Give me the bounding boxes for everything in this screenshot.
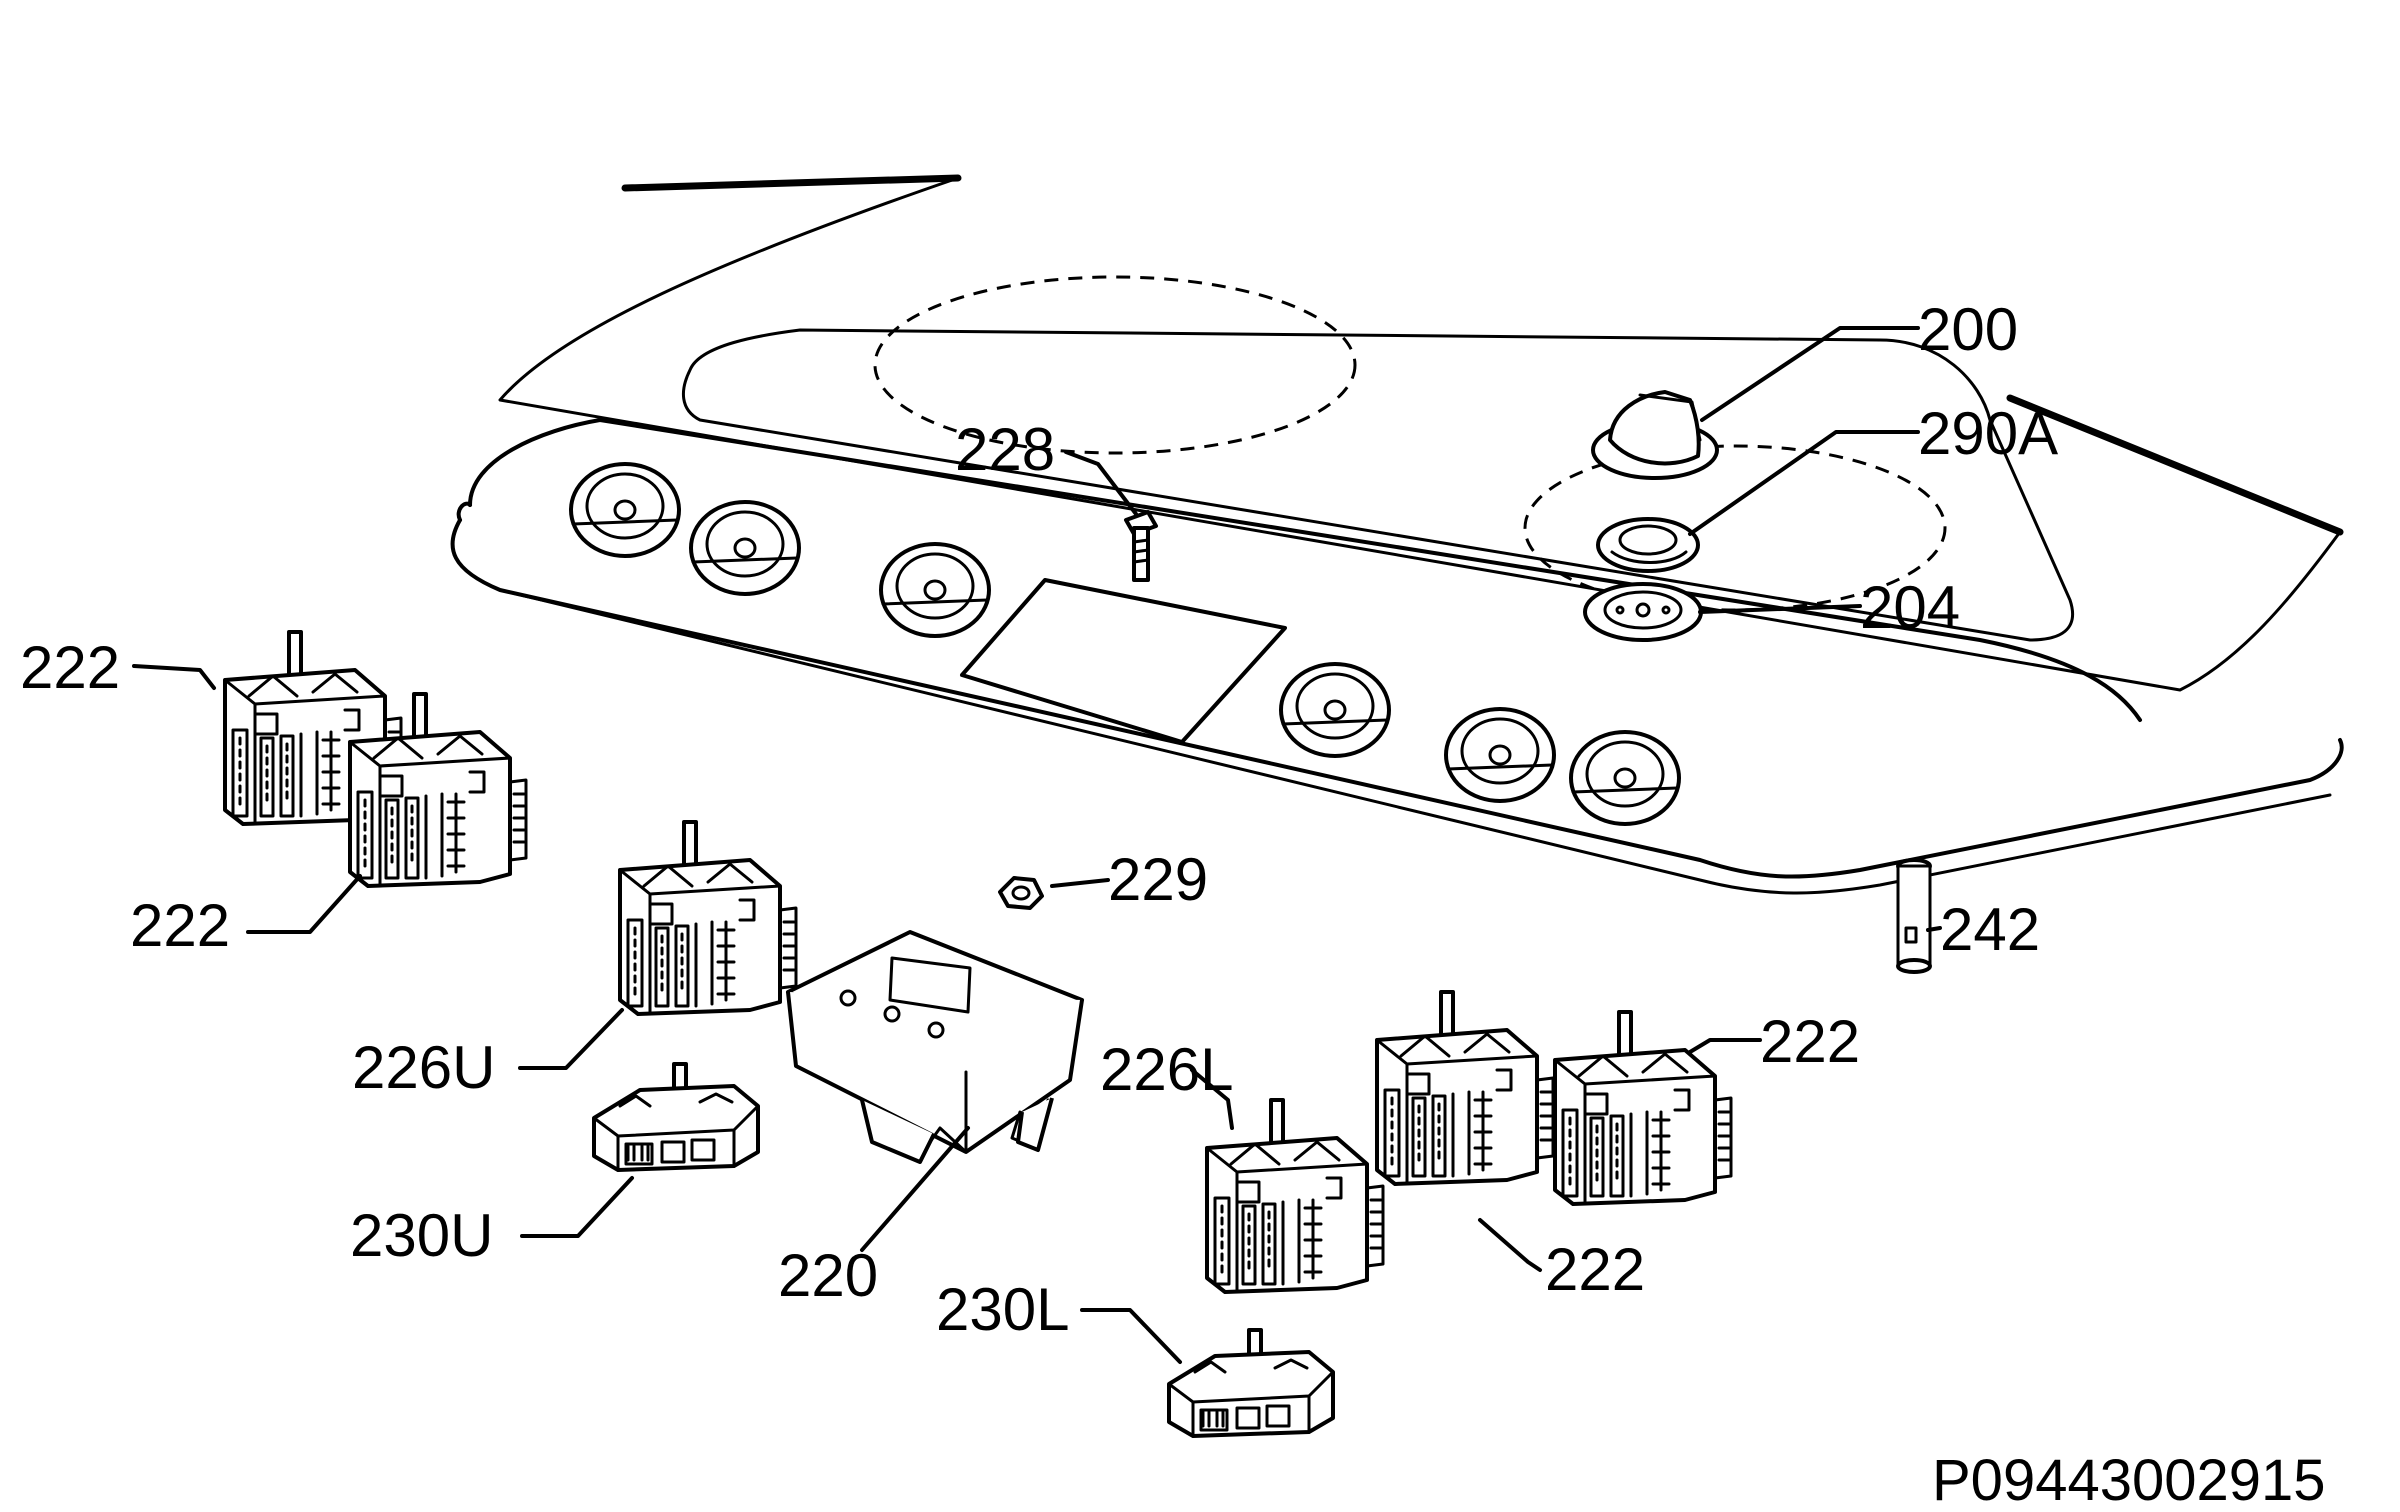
nut-229 <box>998 876 1044 910</box>
block-230u <box>592 1062 760 1172</box>
callout-230l: 230L <box>936 1276 1069 1343</box>
callout-226l: 226L <box>1100 1036 1233 1103</box>
cooktop-panel <box>450 174 2344 895</box>
document-id: P09443002915 <box>1932 1448 2326 1512</box>
callout-228: 228 <box>955 416 1055 483</box>
callout-290a: 290A <box>1918 400 2058 467</box>
washer-204 <box>1583 582 1703 642</box>
callout-222-c: 222 <box>1760 1008 1860 1075</box>
callout-222-a: 222 <box>20 634 120 701</box>
callout-labels: 200 290A 204 228 222 222 229 242 222 226… <box>20 296 2058 1343</box>
callout-220: 220 <box>778 1242 878 1309</box>
callout-204: 204 <box>1860 574 1960 641</box>
block-230l <box>1167 1328 1335 1438</box>
switch-226u <box>618 820 798 1016</box>
switch-222-d <box>1553 1010 1733 1206</box>
callout-200: 200 <box>1918 296 2018 363</box>
knob-200 <box>1591 390 1719 480</box>
screw-228 <box>1124 510 1158 582</box>
switch-222-c <box>1375 990 1555 1186</box>
callout-222-b: 222 <box>130 892 230 959</box>
callout-230u: 230U <box>350 1202 493 1269</box>
callout-242: 242 <box>1940 896 2040 963</box>
callout-222-d: 222 <box>1545 1236 1645 1303</box>
callout-229: 229 <box>1108 846 1208 913</box>
seal-ring-290a <box>1596 517 1700 573</box>
leader-lines <box>132 326 1942 1364</box>
sensor-242 <box>1896 858 1932 974</box>
electronic-module-220 <box>786 930 1084 1164</box>
callout-226u: 226U <box>352 1034 495 1101</box>
